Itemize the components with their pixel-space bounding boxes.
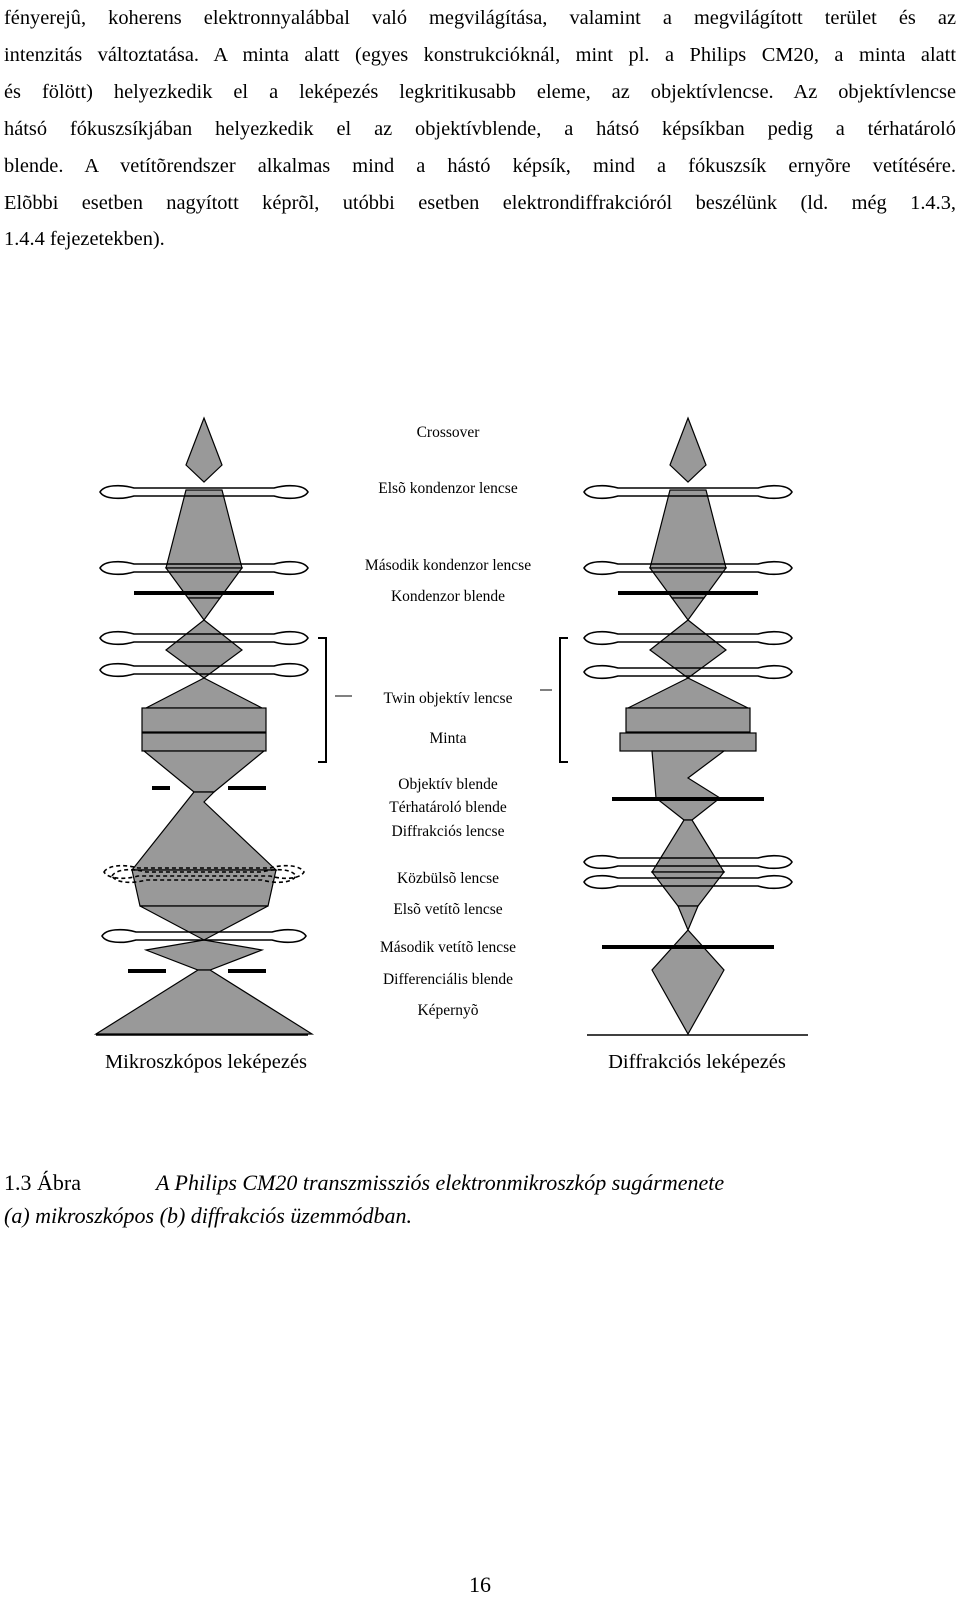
label-twin-objective-lens: Twin objektív lencse (384, 690, 513, 707)
beam-path-diagram: Crossover Elsõ kondenzor lencse Második … (93, 416, 808, 1073)
label-selected-area-aperture: Térhatároló blende (389, 799, 507, 816)
beam-segment (669, 416, 707, 483)
beam-segment (649, 489, 727, 569)
lens-objective-upper (583, 630, 793, 646)
lens-second-condenser (99, 560, 309, 576)
lens-second-condenser (583, 560, 793, 576)
figure-caption: 1.3 Ábra A Philips CM20 transzmissziós el… (4, 1166, 954, 1232)
label-intermediate-lens: Közbülsõ lencse (397, 870, 499, 887)
lens-first-condenser (99, 484, 309, 500)
label-second-condenser-lens: Második kondenzor lencse (365, 557, 531, 574)
lens-objective-lower (583, 664, 793, 680)
label-diffraction-mode: Diffrakciós leképezés (608, 1051, 786, 1073)
body-line: Elõbbi esetben nagyított képrõl, utóbbi … (4, 191, 956, 214)
beam-segment (654, 797, 722, 821)
label-condenser-aperture: Kondenzor blende (391, 588, 505, 605)
beam-segment (165, 619, 243, 679)
body-line: és fölött) helyezkedik el a leképezés le… (4, 80, 956, 103)
beam-segment (139, 905, 269, 941)
beam-segment (627, 677, 749, 709)
beam-segment (93, 969, 315, 1035)
beam-segment (186, 597, 222, 622)
beam-segment (649, 619, 727, 679)
lens-first-condenser (583, 484, 793, 500)
body-line: blende. A vetítõrendszer alkalmas mind a… (4, 154, 956, 177)
objective-brackets (318, 637, 568, 763)
specimen-plane (619, 732, 757, 752)
figure-subtitle: (a) mikroszkópos (b) diffrakciós üzemmód… (4, 1203, 412, 1228)
beam-segment (670, 597, 706, 622)
beam-segment (651, 905, 725, 1036)
lens-intermediate (583, 854, 793, 870)
lens-first-projector (101, 928, 307, 944)
beam-segment (142, 750, 266, 793)
diffraction-beam-column (583, 416, 793, 1036)
beam-segment (145, 677, 263, 709)
label-objective-aperture: Objektív blende (398, 776, 498, 793)
label-crossover: Crossover (417, 424, 481, 441)
label-differential-aperture: Differenciális blende (383, 971, 513, 988)
lens-objective-lower (99, 662, 309, 678)
figure-title: A Philips CM20 transzmissziós elektronmi… (156, 1170, 725, 1195)
beam-segment (165, 489, 243, 569)
body-line: intenzitás változtatása. A minta alatt (… (4, 43, 956, 66)
beam-segment (143, 939, 265, 971)
beam-segment (130, 791, 278, 871)
label-screen: Képernyõ (417, 1002, 478, 1019)
label-specimen: Minta (429, 730, 466, 747)
lens-first-projector (583, 874, 793, 890)
label-first-projector-lens: Elsõ vetítõ lencse (393, 901, 502, 918)
body-line: 1.4.4 fejezetekben). (4, 228, 165, 251)
objective-pole-piece (625, 707, 751, 733)
label-diffraction-lens: Diffrakciós lencse (392, 823, 505, 840)
beam-segment (650, 871, 726, 907)
lens-intermediate (103, 864, 305, 880)
specimen-plane (141, 732, 267, 752)
label-microscopy-mode: Mikroszkópos leképezés (105, 1051, 307, 1073)
body-paragraph: fényerejû, koherens elektronnyalábbal va… (4, 0, 956, 258)
label-second-projector-lens: Második vetítõ lencse (380, 939, 516, 956)
microscopy-beam-column (93, 416, 315, 1035)
body-line: fényerejû, koherens elektronnyalábbal va… (4, 7, 956, 29)
beam-segment (650, 819, 726, 873)
lens-objective-upper (99, 630, 309, 646)
body-line: hátsó fókuszsíkjában helyezkedik el az o… (4, 117, 956, 140)
figure-number: 1.3 Ábra (4, 1170, 81, 1195)
beam-segment (185, 416, 223, 483)
page-number: 16 (469, 1572, 491, 1597)
label-first-condenser-lens: Elsõ kondenzor lencse (378, 480, 518, 497)
beam-segment (651, 750, 726, 799)
objective-pole-piece (141, 707, 267, 733)
